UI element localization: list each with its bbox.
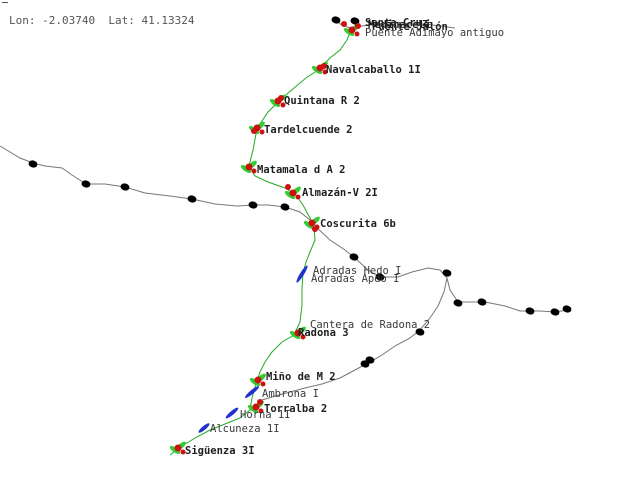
black-node-marker	[280, 203, 290, 211]
black-node-marker	[442, 269, 452, 277]
station-label[interactable]: Horna 1I	[240, 409, 291, 421]
green-node-marker	[169, 445, 181, 455]
station-label[interactable]: Navalcaballo 1I	[326, 64, 421, 76]
red-node-marker	[258, 408, 264, 414]
red-node-marker	[322, 69, 328, 75]
main-railway-line	[169, 23, 357, 456]
station-label[interactable]: Tardelcuende 2	[264, 124, 353, 136]
green-node-marker	[249, 377, 261, 387]
green-node-marker	[343, 27, 355, 37]
black-node-marker	[415, 328, 425, 336]
station-label[interactable]: Adradas Hedo I	[313, 265, 402, 277]
lat-label: Lat:	[108, 14, 135, 27]
green-node-marker	[247, 404, 259, 414]
southeast-branch-line	[261, 277, 448, 401]
black-node-marker	[187, 195, 197, 203]
station-label[interactable]: Torralba 2	[264, 403, 327, 415]
black-node-marker	[331, 16, 341, 24]
station-label[interactable]: Sigüenza 3I	[185, 445, 255, 457]
lon-value: -2.03740	[42, 14, 96, 27]
black-node-marker	[28, 160, 38, 168]
red-node-marker	[355, 23, 361, 29]
black-node-marker	[81, 180, 91, 188]
red-node-marker	[289, 189, 297, 197]
station-label[interactable]: Santa Cruz	[365, 17, 428, 29]
red-node-marker	[251, 168, 257, 174]
red-node-marker	[312, 226, 318, 232]
station-label[interactable]: Coscurita 6b	[320, 218, 396, 230]
coordinate-readout: Lon: -2.03740 Lat: 41.13324	[9, 14, 194, 27]
red-node-marker	[174, 444, 182, 452]
black-node-marker	[562, 305, 572, 313]
station-labels: Santa Cruz Medinaceli Puente Jalón Puent…	[185, 17, 504, 457]
red-node-marker	[257, 399, 263, 405]
blue-node-marker	[244, 386, 260, 398]
station-label[interactable]: Miño de M 2	[266, 371, 336, 383]
black-node-marker	[525, 307, 535, 315]
red-node-marker	[278, 95, 284, 101]
station-label[interactable]: Quintana R 2	[284, 95, 360, 107]
station-label[interactable]: Alcuneza 1I	[210, 423, 280, 435]
cursor-marker	[2, 2, 8, 3]
station-label[interactable]: Puente Adimayo antiguo	[365, 27, 504, 39]
red-node-marker	[259, 129, 265, 135]
black-node-marker	[120, 183, 130, 191]
red-node-marker	[280, 102, 286, 108]
station-label[interactable]: Almazán-V 2I	[302, 187, 378, 199]
station-label[interactable]: Adradas Apdo I	[311, 273, 400, 285]
red-node-marker	[285, 184, 291, 190]
west-branch-line	[0, 145, 311, 221]
black-node-marker	[350, 17, 360, 25]
map-nodes	[28, 16, 572, 455]
lat-value: 41.13324	[141, 14, 195, 27]
red-node-marker	[295, 194, 301, 200]
green-node-marker	[311, 65, 323, 75]
red-node-marker	[300, 334, 306, 340]
green-node-marker	[303, 220, 315, 230]
red-node-marker	[321, 63, 327, 69]
black-node-marker	[550, 308, 560, 316]
red-node-marker	[252, 403, 260, 411]
station-label[interactable]: Radona 3	[298, 327, 349, 339]
station-label[interactable]: Ambrona I	[262, 388, 319, 400]
blue-node-marker	[296, 265, 308, 283]
black-node-marker	[453, 299, 463, 307]
black-node-marker	[477, 298, 487, 306]
black-node-marker	[349, 253, 359, 261]
station-label[interactable]: Puente Jalón	[372, 21, 448, 33]
red-node-marker	[260, 381, 266, 387]
green-node-marker	[289, 330, 301, 340]
red-node-marker	[251, 128, 257, 134]
black-node-marker	[375, 273, 385, 281]
red-node-marker	[245, 163, 253, 171]
black-node-marker	[248, 201, 258, 209]
blue-node-marker	[225, 407, 239, 419]
station-label[interactable]: Medinaceli	[368, 19, 431, 31]
red-node-marker	[294, 329, 302, 337]
red-node-marker	[254, 376, 262, 384]
green-node-marker	[284, 190, 296, 200]
red-node-marker	[354, 31, 360, 37]
station-label[interactable]: Matamala d A 2	[257, 164, 346, 176]
black-node-marker	[360, 360, 370, 368]
red-node-marker	[308, 219, 316, 227]
station-label[interactable]: Cantera de Radona 2	[310, 319, 430, 331]
blue-node-marker	[198, 423, 210, 433]
red-node-marker	[180, 449, 186, 455]
green-node-marker	[269, 98, 281, 108]
lon-label: Lon:	[9, 14, 36, 27]
green-node-marker	[240, 164, 252, 174]
red-node-marker	[341, 21, 347, 27]
red-node-marker	[348, 26, 356, 34]
